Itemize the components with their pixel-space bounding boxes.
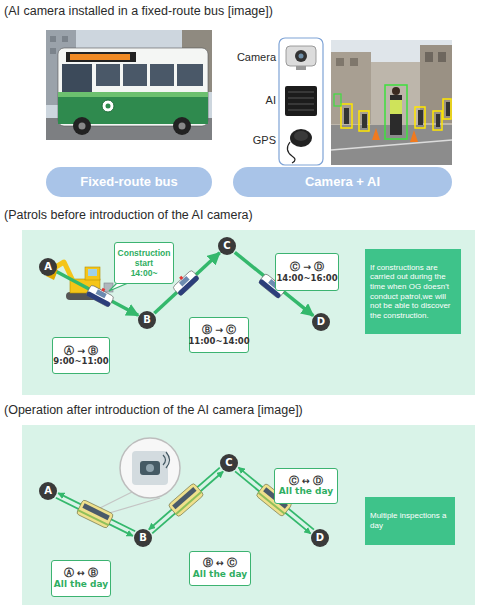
category-band-text: Fixed-route bus (80, 174, 178, 190)
bus-photo (46, 30, 212, 140)
point-marker-text: A (44, 485, 52, 497)
note-box-text: Multiple inspections a day (370, 511, 450, 530)
point-circle-shape (134, 529, 152, 547)
point-circle-shape (218, 237, 236, 255)
schedule-box-text: 9:00~11:00 (53, 356, 108, 366)
schedule-box: Ⓑ ↔ ⒸAll the day (189, 551, 251, 586)
schedule-box-text: Ⓒ → Ⓓ (290, 261, 325, 272)
construction-callout-text: 14:00~ (131, 268, 158, 278)
point-marker: B (134, 529, 152, 547)
camera-magnifier (100, 438, 180, 514)
point-marker: C (220, 454, 238, 472)
schedule-box-text: Ⓒ ↔ Ⓓ (289, 475, 324, 486)
route-arrow (56, 493, 135, 536)
schedule-box: Ⓐ → Ⓑ9:00~11:00 (52, 337, 110, 374)
point-circle-shape (39, 482, 57, 500)
schedule-box-text: All the day (54, 579, 108, 590)
schedule-box: Ⓐ ↔ ⒷAll the day (51, 560, 111, 597)
panel-background (22, 230, 475, 395)
route-arrow (149, 468, 223, 534)
point-marker-text: D (317, 316, 325, 328)
schedule-box-text: Ⓐ ↔ Ⓑ (64, 567, 99, 578)
category-band-text: Camera + AI (305, 174, 380, 190)
point-circle-shape (312, 313, 330, 331)
point-marker: D (311, 529, 329, 547)
point-marker-text: A (44, 261, 52, 273)
schedule-box: Ⓒ ↔ ⒹAll the day (274, 468, 338, 504)
schedule-box-text: Ⓑ → Ⓒ (202, 324, 237, 335)
point-marker-text: C (225, 457, 232, 469)
construction-callout-text: Construction start (117, 248, 171, 268)
section-heading: (AI camera installed in a fixed-route bu… (4, 5, 273, 19)
bus-icon (168, 483, 204, 517)
patrol-car (171, 268, 200, 296)
point-marker: A (39, 482, 57, 500)
construction-callout: Construction start14:00~ (114, 242, 174, 284)
bus-icon (76, 499, 114, 528)
part-name: AI (266, 94, 276, 106)
detection-photo (331, 40, 452, 165)
point-circle-shape (311, 529, 329, 547)
route-line (58, 493, 135, 531)
point-marker-text: C (223, 240, 230, 252)
schedule-box-text: 11:00~14:00 (188, 336, 249, 346)
category-band: Fixed-route bus (46, 167, 212, 197)
route-line (56, 498, 133, 536)
route-line (152, 472, 223, 534)
patrol-car (86, 282, 116, 307)
point-marker: D (312, 313, 330, 331)
schedule-box-text: Ⓑ ↔ Ⓒ (203, 557, 238, 568)
route-line (149, 468, 220, 530)
schedule-box: Ⓑ → Ⓒ11:00~14:00 (189, 317, 249, 353)
point-marker: B (138, 311, 156, 329)
part-name: Camera (237, 51, 276, 63)
point-circle-shape (138, 311, 156, 329)
point-marker: C (218, 237, 236, 255)
schedule-box-text: 14:00~16:00 (276, 273, 337, 283)
part-name: GPS (253, 134, 276, 146)
point-marker-text: B (143, 314, 151, 326)
section-heading: (Operation after introduction of the AI … (4, 404, 303, 418)
point-marker-text: B (139, 532, 147, 544)
panel-background (22, 425, 475, 605)
schedule-box: Ⓒ → Ⓓ14:00~16:00 (275, 253, 339, 291)
schedule-box-text: All the day (279, 486, 333, 497)
point-circle-shape (220, 454, 238, 472)
category-band: Camera + AI (233, 167, 452, 197)
device-icons (279, 38, 323, 165)
point-marker: A (39, 258, 57, 276)
schedule-box-text: All the day (193, 569, 247, 580)
note-box: If constructions are carried out during … (365, 249, 461, 334)
note-box-text: If constructions are carried out during … (370, 263, 456, 321)
point-marker-text: D (316, 532, 324, 544)
point-circle-shape (39, 258, 57, 276)
note-box: Multiple inspections a day (365, 497, 455, 545)
schedule-box-text: Ⓐ → Ⓑ (64, 345, 99, 356)
section-heading: (Patrols before introduction of the AI c… (4, 209, 253, 223)
